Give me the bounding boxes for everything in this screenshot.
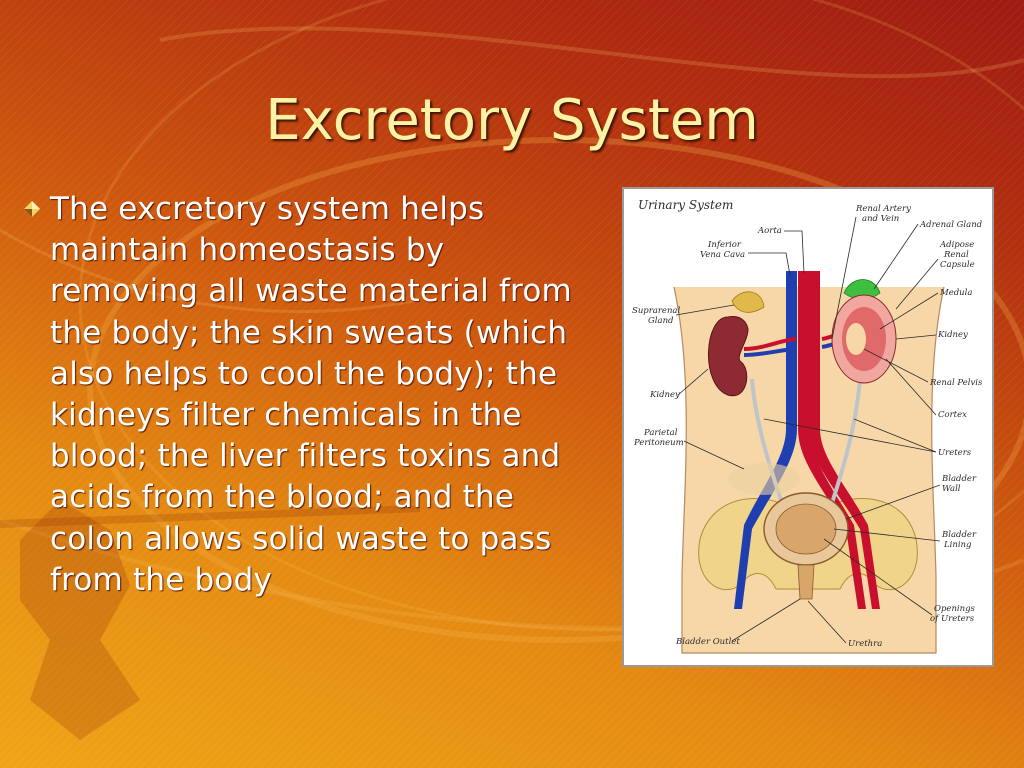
label-bladder-outlet: Bladder Outlet xyxy=(675,637,740,647)
label-adrenal-gland: Adrenal Gland xyxy=(919,220,983,230)
label-adipose-2: Renal xyxy=(943,250,969,260)
label-suprarenal-2: Gland xyxy=(648,316,674,326)
label-adipose-1: Adipose xyxy=(939,240,974,250)
label-openings-1: Openings xyxy=(934,604,976,614)
label-adipose-3: Capsule xyxy=(940,260,975,270)
label-renal-artery-1: Renal Artery xyxy=(855,204,911,214)
bullet-diamond-icon xyxy=(24,201,40,217)
label-medula: Medula xyxy=(939,288,972,298)
leader-lines xyxy=(675,216,941,644)
urinary-system-illustration: Urinary System Inferior Vena Cava Aorta … xyxy=(632,198,983,654)
label-parietal-2: Peritoneum xyxy=(633,438,684,448)
slide-title: Excretory System xyxy=(265,88,759,153)
label-aorta: Aorta xyxy=(757,226,782,236)
diagram-title: Urinary System xyxy=(638,198,733,212)
label-bladder-lining-1: Bladder xyxy=(941,530,977,540)
label-renal-artery-2: and Vein xyxy=(862,214,899,224)
label-urethra: Urethra xyxy=(848,639,882,649)
label-cortex: Cortex xyxy=(938,410,967,420)
label-openings-2: of Ureters xyxy=(930,614,975,624)
label-bladder-wall-2: Wall xyxy=(942,484,961,494)
label-renal-pelvis: Renal Pelvis xyxy=(929,378,983,388)
label-bladder-lining-2: Lining xyxy=(943,540,972,550)
urinary-system-diagram: Urinary System Inferior Vena Cava Aorta … xyxy=(622,187,994,667)
bullet-text: The excretory system helps maintain home… xyxy=(50,191,572,598)
label-parietal-1: Parietal xyxy=(643,428,678,438)
label-kidney-right: Kidney xyxy=(649,390,680,400)
label-inferior-1: Inferior xyxy=(707,240,742,250)
label-suprarenal-1: Suprarenal xyxy=(632,306,681,316)
label-kidney-left: Kidney xyxy=(937,330,968,340)
label-inferior-2: Vena Cava xyxy=(700,250,745,260)
label-bladder-wall-1: Bladder xyxy=(941,474,977,484)
label-ureters: Ureters xyxy=(938,448,972,458)
